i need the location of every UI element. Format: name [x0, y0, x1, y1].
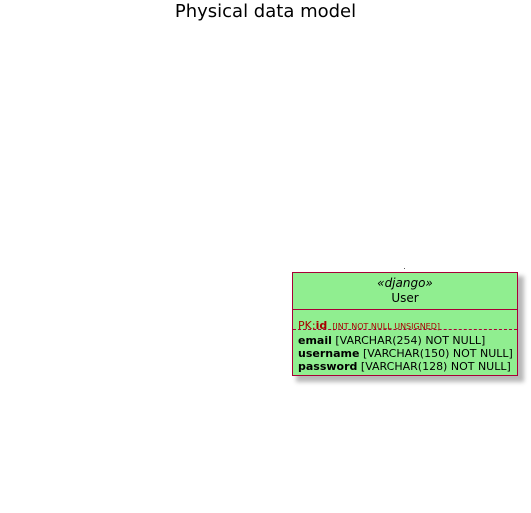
- primary-key-section: PK:id [INT NOT NULL UNSIGNED]: [293, 310, 517, 332]
- columns-section: email [VARCHAR(254) NOT NULL] username […: [293, 330, 517, 373]
- column-name: password: [298, 360, 358, 373]
- column-type: [VARCHAR(128) NOT NULL]: [360, 360, 511, 373]
- entity-name: User: [391, 291, 419, 305]
- pk-prefix: PK:: [298, 319, 316, 332]
- entity-stereotype: «django»: [377, 276, 433, 290]
- pk-name: id: [315, 319, 328, 332]
- column-type: [VARCHAR(150) NOT NULL]: [362, 347, 513, 360]
- column-name: username: [298, 347, 360, 360]
- pk-type: [INT NOT NULL UNSIGNED]: [332, 322, 441, 331]
- entity-header: «django» User: [293, 273, 517, 310]
- column-row-email: email [VARCHAR(254) NOT NULL]: [298, 334, 517, 347]
- entity-user[interactable]: «django» User PK:id [INT NOT NULL UNSIGN…: [292, 272, 518, 376]
- column-type: [VARCHAR(254) NOT NULL]: [335, 334, 486, 347]
- connector-dot: [404, 268, 405, 269]
- column-name: email: [298, 334, 332, 347]
- diagram-title: Physical data model: [174, 1, 357, 22]
- column-row-username: username [VARCHAR(150) NOT NULL]: [298, 347, 517, 360]
- column-row-password: password [VARCHAR(128) NOT NULL]: [298, 360, 517, 373]
